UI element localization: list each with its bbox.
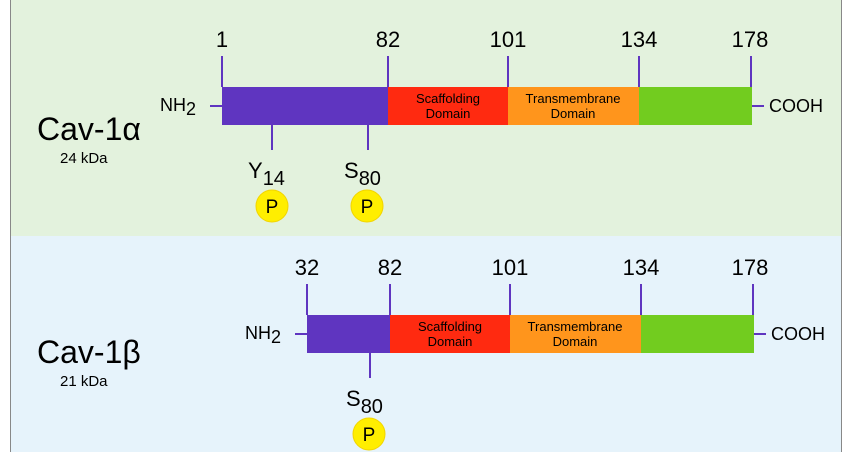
isoform-title: Cav-1β xyxy=(37,334,141,370)
position-label: 32 xyxy=(295,255,319,280)
c-terminal-segment xyxy=(639,87,752,125)
cav1-beta-group: 32 82 101 134 178 Scaffolding Domain Tra… xyxy=(37,255,825,451)
position-label: 101 xyxy=(492,255,529,280)
cav1-alpha-group: 1 82 101 134 178 Scaffolding Domain Tran… xyxy=(37,27,823,223)
site-label: Y14 xyxy=(248,158,285,190)
phospho-circle xyxy=(352,417,386,451)
n-terminus-text: NH xyxy=(245,323,271,343)
site-label: S80 xyxy=(346,386,383,418)
n-terminus-subscript: 2 xyxy=(271,327,281,347)
c-terminal-segment xyxy=(641,315,754,353)
transmembrane-domain-label: Domain xyxy=(551,106,596,121)
scaffolding-domain-label: Domain xyxy=(426,106,471,121)
position-label: 82 xyxy=(376,27,400,52)
position-label: 1 xyxy=(216,27,228,52)
n-terminal-segment xyxy=(307,315,390,353)
position-label: 82 xyxy=(378,255,402,280)
position-label: 101 xyxy=(490,27,527,52)
scaffolding-domain-label: Scaffolding xyxy=(416,91,480,106)
molecular-mass: 24 kDa xyxy=(60,150,108,167)
n-terminal-segment xyxy=(222,87,388,125)
phospho-circle xyxy=(255,189,289,223)
site-number: 80 xyxy=(361,396,383,418)
position-label: 134 xyxy=(621,27,658,52)
scaffolding-domain xyxy=(390,315,510,353)
c-terminus-label: COOH xyxy=(769,96,823,116)
transmembrane-domain xyxy=(508,87,639,125)
site-number: 14 xyxy=(263,168,285,190)
scaffolding-domain-label: Domain xyxy=(428,334,473,349)
phospho-circle xyxy=(350,189,384,223)
phospho-label: P xyxy=(266,197,279,218)
scaffolding-domain xyxy=(388,87,508,125)
site-residue: S xyxy=(344,158,359,183)
phospho-label: P xyxy=(363,425,376,446)
site-residue: S xyxy=(346,386,361,411)
position-label: 178 xyxy=(732,27,769,52)
scaffolding-domain-label: Scaffolding xyxy=(418,319,482,334)
site-number: 80 xyxy=(359,168,381,190)
n-terminus-subscript: 2 xyxy=(186,99,196,119)
transmembrane-domain-label: Transmembrane xyxy=(528,319,623,334)
n-terminus-label: NH2 xyxy=(160,95,196,119)
transmembrane-domain-label: Domain xyxy=(553,334,598,349)
transmembrane-domain-label: Transmembrane xyxy=(526,91,621,106)
isoform-title: Cav-1α xyxy=(37,111,141,147)
position-label: 178 xyxy=(732,255,769,280)
c-terminus-label: COOH xyxy=(771,324,825,344)
site-label: S80 xyxy=(344,158,381,190)
position-label: 134 xyxy=(623,255,660,280)
phospho-label: P xyxy=(361,197,374,218)
molecular-mass: 21 kDa xyxy=(60,373,108,390)
site-residue: Y xyxy=(248,158,263,183)
transmembrane-domain xyxy=(510,315,641,353)
n-terminus-label: NH2 xyxy=(245,323,281,347)
n-terminus-text: NH xyxy=(160,95,186,115)
